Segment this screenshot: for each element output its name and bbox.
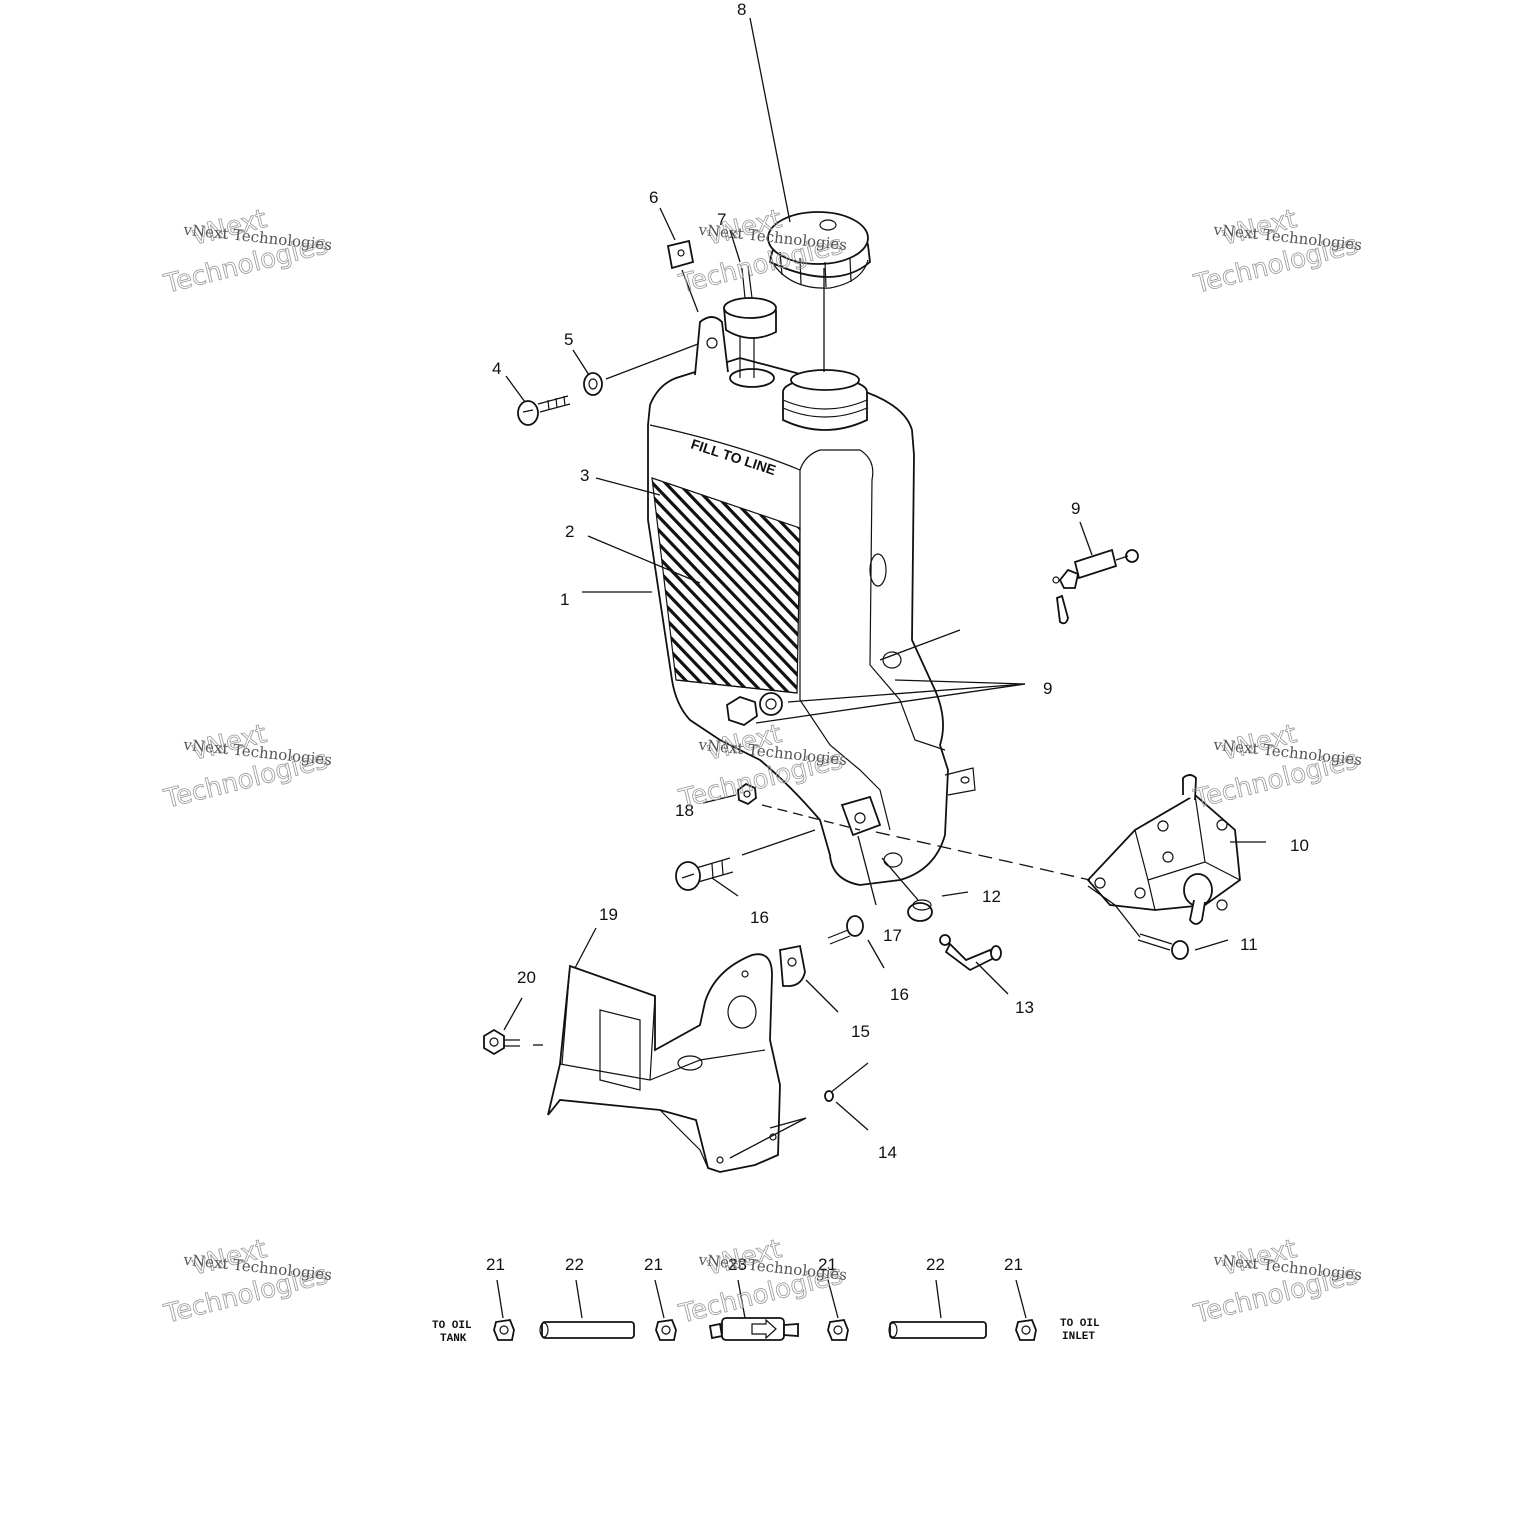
note-to-oil-tank-line1: TO OIL xyxy=(432,1320,472,1332)
nut-18 xyxy=(737,782,757,806)
filter-23 xyxy=(708,1317,799,1341)
decal-hatch-line xyxy=(652,478,800,693)
washer-5 xyxy=(583,372,603,396)
callout-9-lower: 9 xyxy=(1043,679,1052,698)
grommet-12 xyxy=(907,899,933,922)
decal-hatch-line xyxy=(652,478,800,693)
callout-21-c: 21 xyxy=(818,1255,837,1274)
decal-hatch-line xyxy=(393,470,623,710)
tank-cap xyxy=(767,211,871,289)
callout-18: 18 xyxy=(675,801,694,820)
decal-hatch-line xyxy=(380,470,610,710)
callout-1: 1 xyxy=(560,590,569,609)
screw-4 xyxy=(517,395,571,426)
decal-hatch-line xyxy=(406,470,636,710)
callout-20: 20 xyxy=(517,968,536,987)
bolt-16-upper xyxy=(675,857,734,891)
callout-6: 6 xyxy=(649,188,658,207)
bracket-19 xyxy=(547,953,781,1173)
callout-22-b: 22 xyxy=(926,1255,945,1274)
screw-11 xyxy=(1137,933,1189,960)
vent-plug xyxy=(723,265,777,339)
callout-23: 23 xyxy=(728,1255,747,1274)
decal-hatch-line xyxy=(652,478,729,693)
rivet-14 xyxy=(824,1062,869,1102)
callout-16-lower: 16 xyxy=(890,985,909,1004)
decal-hatch-line xyxy=(652,478,800,693)
decal-hatch-line xyxy=(652,478,794,693)
callout-9-upper: 9 xyxy=(1071,499,1080,518)
hose-notes: TO OIL TANK TO OIL INLET xyxy=(432,1318,1100,1345)
decal-hatch-line xyxy=(652,478,800,693)
clip-6 xyxy=(666,239,695,270)
callout-16-upper: 16 xyxy=(750,908,769,927)
callout-14: 14 xyxy=(878,1143,897,1162)
callout-21-d: 21 xyxy=(1004,1255,1023,1274)
bolt-16-lower xyxy=(827,915,864,945)
decal-hatch-line xyxy=(652,478,800,693)
callout-11: 11 xyxy=(1240,935,1258,954)
clamp-21-b xyxy=(655,1319,677,1341)
callout-2: 2 xyxy=(565,522,574,541)
clamp-21-c xyxy=(827,1319,849,1341)
callout-4: 4 xyxy=(492,359,501,378)
note-to-oil-tank-line2: TANK xyxy=(440,1333,467,1345)
callout-15: 15 xyxy=(851,1022,870,1041)
leader-lines xyxy=(496,17,1266,1319)
hose-22-b xyxy=(888,1321,987,1339)
decal-hatch-line xyxy=(677,478,800,693)
callout-10: 10 xyxy=(1290,836,1309,855)
callout-21-b: 21 xyxy=(644,1255,663,1274)
decal-hatch-line xyxy=(652,478,800,693)
oil-tank: FILL TO LINE xyxy=(380,316,976,886)
callout-8: 8 xyxy=(737,0,746,19)
note-to-oil-inlet-line2: INLET xyxy=(1062,1331,1095,1343)
callout-5: 5 xyxy=(564,330,573,349)
callout-22-a: 22 xyxy=(565,1255,584,1274)
decal-hatch-line xyxy=(652,478,742,693)
fuel-valve-9 xyxy=(1052,548,1139,625)
clip-15 xyxy=(779,944,806,987)
decal-hatch-line xyxy=(419,470,649,710)
callout-numbers: 1 2 3 4 5 6 7 8 9 9 10 11 12 13 14 15 16… xyxy=(486,0,1309,1274)
decal-hatch-line xyxy=(652,478,768,693)
elbow-fitting-13 xyxy=(939,934,1002,972)
callout-3: 3 xyxy=(580,466,589,485)
clamp-21-a xyxy=(493,1319,515,1341)
nut-20 xyxy=(483,1028,520,1056)
decal-hatch-line xyxy=(664,478,800,693)
callout-19: 19 xyxy=(599,905,618,924)
decal-hatch-line xyxy=(652,478,716,693)
decal-hatch-line xyxy=(652,478,755,693)
clamp-21-d xyxy=(1015,1319,1037,1341)
decal-hatch-line xyxy=(690,478,800,693)
note-to-oil-inlet-line1: TO OIL xyxy=(1060,1318,1100,1330)
decal-hatch-line xyxy=(652,478,664,693)
callout-7: 7 xyxy=(717,210,726,229)
hose-kit xyxy=(493,1317,1037,1341)
callout-17: 17 xyxy=(883,926,902,945)
callout-21-a: 21 xyxy=(486,1255,505,1274)
callout-13: 13 xyxy=(1015,998,1034,1017)
callout-12: 12 xyxy=(982,887,1001,906)
fuel-pump-10 xyxy=(1086,774,1241,925)
decal-hatch-line xyxy=(703,478,800,693)
hose-22-a xyxy=(539,1321,635,1339)
